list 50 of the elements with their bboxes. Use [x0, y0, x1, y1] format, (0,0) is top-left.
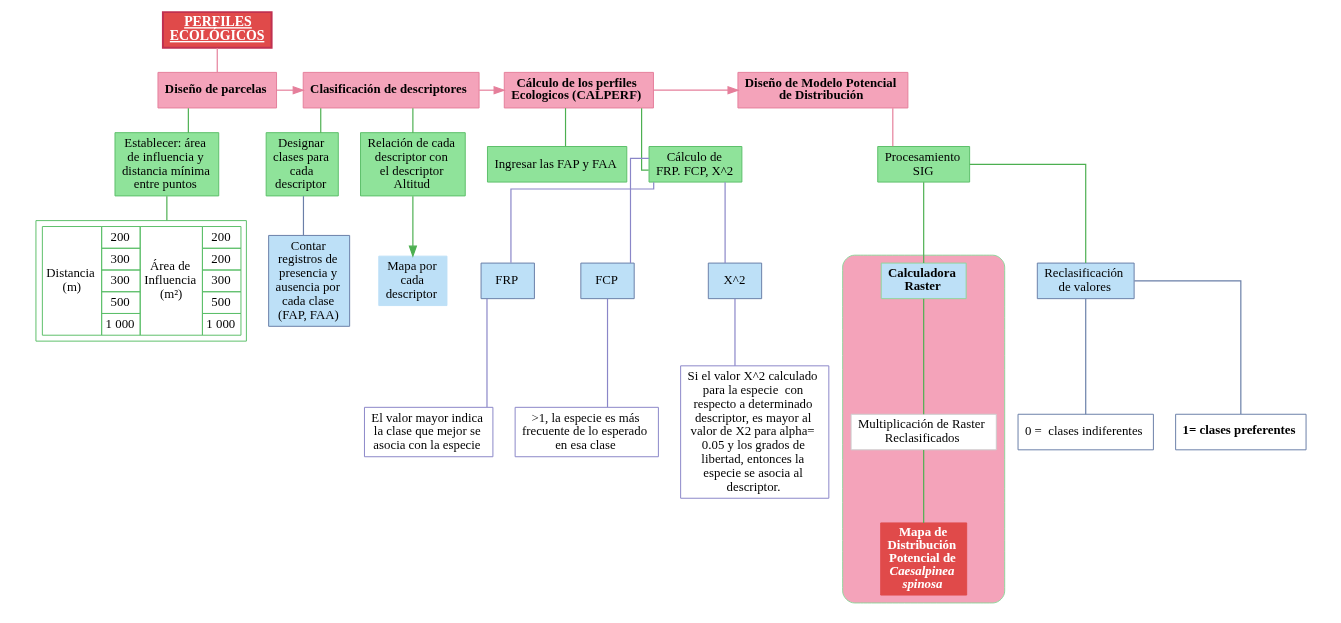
connector: [1133, 280, 1241, 415]
node-box: Si el valor X^2 calculado para la especie con respecto a determinado descriptor, es mayor al valor de X2 para alpha= 0.05 y los grados de libertad, entonces la especie se asocia al descriptor.: [679, 365, 829, 499]
connector: [629, 157, 650, 264]
connector: [968, 163, 1086, 264]
connector: [165, 195, 167, 221]
node-box: FRP: [480, 262, 535, 300]
node-box: >1, la especie es más frecuente de lo esperado en esa clase: [514, 406, 659, 458]
arrow: [408, 195, 417, 258]
node-box: Relación de cada descriptor con el descriptor Altitud: [359, 132, 466, 197]
connector: [891, 107, 893, 147]
node-box: Calculadora Raster: [880, 262, 967, 300]
node-box: Procesamiento SIG: [876, 146, 970, 183]
connector: [216, 47, 218, 73]
connector: [187, 107, 189, 134]
connector: [922, 298, 924, 415]
connector: [485, 298, 488, 408]
connector: [922, 449, 924, 524]
node-box: 1= clases preferentes: [1174, 413, 1307, 451]
connector: [411, 107, 413, 134]
connector: [564, 107, 566, 147]
node-box: Establecer: área de influencia y distancia mínima entre puntos: [114, 132, 219, 197]
connector: [319, 107, 321, 134]
node-box: Clasificación de descriptores: [302, 71, 480, 109]
node-box: Mapa de Distribución Potencial de Caesalpinea spinosa: [879, 522, 967, 596]
connector: [640, 107, 649, 171]
node-box: Designar clases para cada descriptor: [265, 132, 339, 197]
node-box: Ingresar las FAP y FAA: [486, 146, 627, 183]
node-box: Diseño de Modelo Potencial de Distribución: [736, 71, 908, 109]
node-box: X^2: [707, 262, 762, 300]
node-box: Cálculo de los perfiles Ecologicos (CALPERF): [503, 71, 654, 109]
node-box: 0 = clases indiferentes: [1017, 413, 1154, 451]
connector: [724, 181, 726, 264]
connector: [922, 181, 924, 264]
node-box: Diseño de parcelas: [156, 71, 277, 109]
connector: [606, 298, 608, 408]
node-box: El valor mayor indica la clase que mejor se asocia con la especie: [363, 406, 493, 458]
node-box: PERFILES ECOLÓGICOS: [161, 11, 273, 49]
arrow: [652, 85, 740, 95]
node-box: Contar registros de presencia y ausencia por cada clase (FAP, FAA): [267, 234, 350, 327]
node-box: Multiplicación de Raster Reclasificados: [850, 413, 997, 451]
node-box: FCP: [579, 262, 635, 300]
node-box: Mapa por cada descriptor: [377, 255, 447, 307]
node-box: Cálculo de FRP. FCP, X^2: [648, 146, 742, 183]
connector: [302, 195, 304, 236]
connector: [733, 298, 736, 367]
connector: [1084, 298, 1086, 415]
node-box: Distancia (m) 200 Área de Influencia (m²) 200 300 200 300 300 500 500 1 000 1 000: [34, 220, 247, 342]
connector: [509, 181, 654, 264]
cluster: [841, 254, 1005, 604]
node-box: Reclasificación de valores: [1036, 262, 1135, 300]
